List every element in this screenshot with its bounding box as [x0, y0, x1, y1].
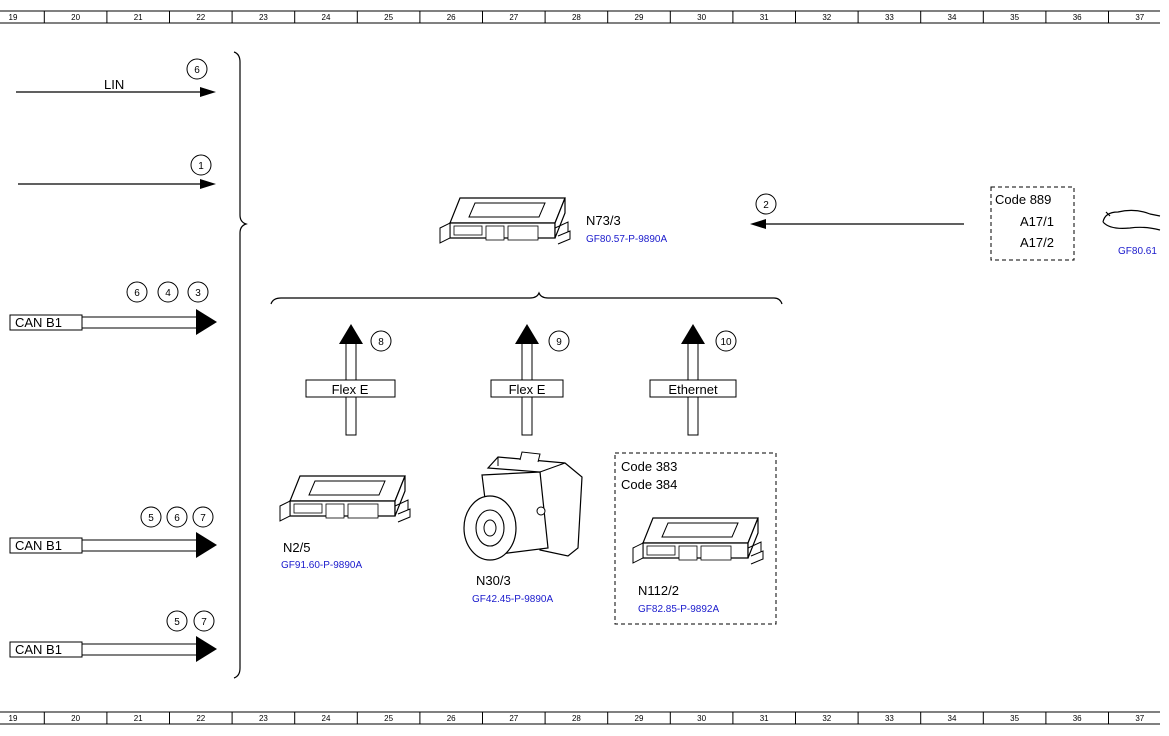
ruler-number: 33 [885, 13, 894, 22]
module-n112-2: Code 383 Code 384 N112/2 GF82.85-P-9892A [614, 452, 777, 625]
central-unit-ref: GF80.57-P-9890A [586, 234, 667, 245]
bus-label: Ethernet [668, 382, 718, 397]
bus-label: Flex E [509, 382, 546, 397]
bus-flex-e-2: Flex E 9 [490, 324, 570, 436]
ruler-number: 25 [384, 714, 393, 723]
central-unit-n73-3: N73/3 GF80.57-P-9890A [439, 197, 667, 245]
ruler-number: 29 [635, 714, 644, 723]
circle-marker: 6 [194, 65, 200, 76]
central-unit-name: N73/3 [586, 213, 621, 228]
bus-label: Flex E [332, 382, 369, 397]
module-name: N30/3 [476, 573, 511, 588]
ruler-number: 26 [447, 714, 456, 723]
ruler-number: 24 [322, 714, 331, 723]
circle-marker: 7 [201, 617, 207, 628]
ruler-number: 23 [259, 13, 268, 22]
module-name: N2/5 [283, 540, 310, 555]
ruler-number: 31 [760, 714, 769, 723]
ruler-number: 22 [196, 714, 205, 723]
bus-flex-e-1: Flex E 8 [305, 324, 396, 436]
ruler-number: 29 [635, 13, 644, 22]
code-384-label: Code 384 [621, 477, 677, 492]
ruler-number: 36 [1073, 13, 1082, 22]
ruler-number: 35 [1010, 13, 1019, 22]
code-889-box [990, 186, 1075, 261]
ruler-number: 32 [822, 13, 831, 22]
ruler-number: 25 [384, 13, 393, 22]
ruler-number: 37 [1135, 13, 1144, 22]
module-n30-3: N30/3 GF42.45-P-9890A [463, 451, 583, 605]
ruler-number: 35 [1010, 714, 1019, 723]
ruler-number: 20 [71, 13, 80, 22]
ruler-number: 28 [572, 714, 581, 723]
ruler-number: 31 [760, 13, 769, 22]
ruler-number: 27 [509, 13, 518, 22]
can-b1-label: CAN B1 [15, 538, 62, 553]
ruler-number: 30 [697, 13, 706, 22]
circle-marker: 5 [148, 513, 154, 524]
module-ref: GF42.45-P-9890A [472, 594, 553, 605]
ruler-number: 21 [134, 13, 143, 22]
module-n2-5: N2/5 GF91.60-P-9890A [279, 475, 411, 571]
code-383-label: Code 383 [621, 459, 677, 474]
ruler-number: 19 [9, 714, 18, 723]
ruler-number: 23 [259, 714, 268, 723]
ruler-top: 19 20 21 22 23 24 25 26 27 28 29 30 31 32 33 34 35 36 37 [0, 10, 1160, 24]
can-b1-row-2: CAN B1 5 6 7 [9, 506, 217, 558]
ruler-number: 28 [572, 13, 581, 22]
ruler-number: 33 [885, 714, 894, 723]
ruler-number: 36 [1073, 714, 1082, 723]
module-ref: GF91.60-P-9890A [281, 560, 362, 571]
circle-marker: 7 [200, 513, 206, 524]
bus-ethernet: Ethernet 10 [649, 324, 737, 436]
ruler-number: 34 [948, 714, 957, 723]
circle-marker: 10 [720, 337, 732, 348]
circle-marker: 8 [378, 337, 384, 348]
circle-marker: 2 [763, 200, 769, 211]
circle-marker: 1 [198, 161, 204, 172]
can-b1-row-3: CAN B1 5 7 [9, 610, 217, 662]
circle-marker: 5 [174, 617, 180, 628]
ruler-bottom: 19 20 21 22 23 24 25 26 27 28 29 30 31 32 33 34 35 36 37 [0, 711, 1160, 725]
lower-brace [270, 291, 783, 305]
lin-label: LIN [104, 77, 124, 92]
antenna-part-icon [1102, 209, 1161, 231]
ruler-number: 30 [697, 714, 706, 723]
code-383-384-box [614, 452, 777, 625]
module-name: N112/2 [638, 583, 679, 598]
left-brace [233, 51, 248, 679]
circle-marker: 6 [174, 513, 180, 524]
circle-marker: 3 [195, 288, 201, 299]
ruler-number: 22 [196, 13, 205, 22]
circle-marker: 4 [165, 288, 171, 299]
ruler-number: 20 [71, 714, 80, 723]
circle-marker: 6 [134, 288, 140, 299]
antenna-ref: GF80.61 [1118, 246, 1157, 257]
ruler-number: 26 [447, 13, 456, 22]
ruler-number: 32 [822, 714, 831, 723]
right-input: 2 Code 889 A17/1 A17/2 GF80.61 [750, 186, 1161, 261]
a17-2-label: A17/2 [1020, 235, 1054, 250]
ruler-number: 21 [134, 714, 143, 723]
ruler-number: 19 [9, 13, 18, 22]
ruler-number: 34 [948, 13, 957, 22]
can-b1-label: CAN B1 [15, 315, 62, 330]
brake-unit-icon [463, 451, 583, 561]
signal-line-1: 1 [18, 154, 216, 189]
ruler-number: 37 [1135, 714, 1144, 723]
can-b1-row-1: CAN B1 6 4 3 [9, 281, 217, 335]
code-889-label: Code 889 [995, 192, 1051, 207]
signal-lin: LIN 6 [16, 58, 216, 97]
ruler-number: 24 [322, 13, 331, 22]
module-ref: GF82.85-P-9892A [638, 604, 719, 615]
circle-marker: 9 [556, 337, 562, 348]
can-b1-label: CAN B1 [15, 642, 62, 657]
ruler-number: 27 [509, 714, 518, 723]
a17-1-label: A17/1 [1020, 214, 1054, 229]
